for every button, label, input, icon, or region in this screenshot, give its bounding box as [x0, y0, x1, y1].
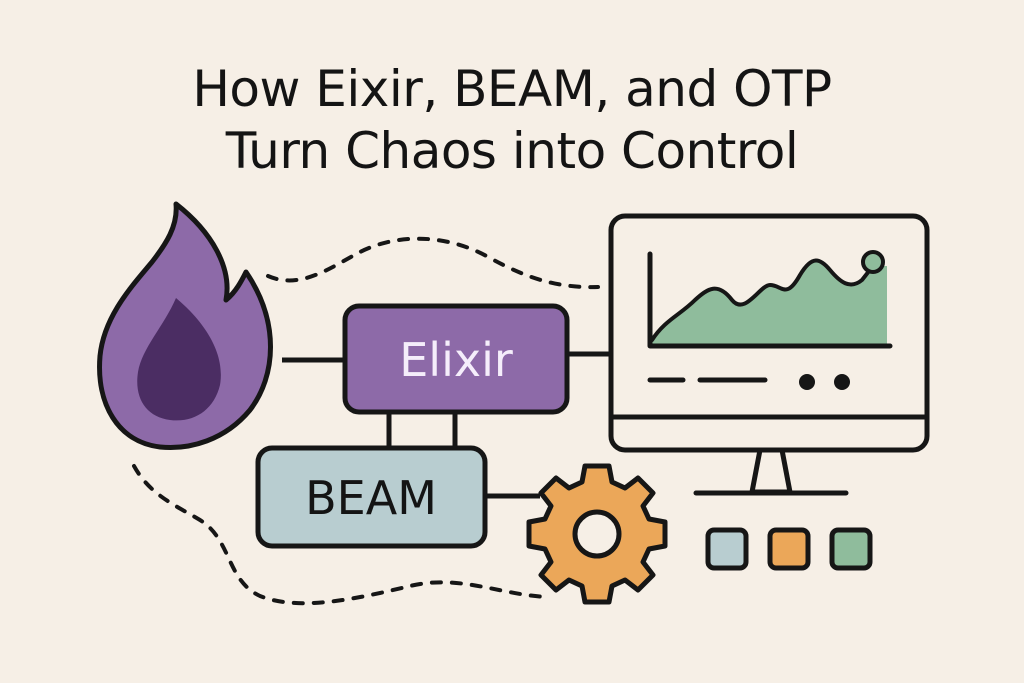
indicator-square-green — [829, 527, 873, 571]
flame-icon — [97, 201, 273, 450]
dashed-path-bottom — [132, 464, 550, 606]
monitor-dot-1 — [799, 374, 815, 390]
area-chart-icon — [647, 250, 893, 349]
beam-node: BEAM — [255, 445, 488, 549]
dashed-path-top — [266, 236, 600, 290]
beam-label: BEAM — [305, 471, 437, 525]
elixir-label: Elixir — [399, 333, 513, 387]
elixir-node: Elixir — [342, 303, 570, 415]
monitor-icon — [608, 213, 930, 496]
indicator-square-blue — [705, 527, 749, 571]
title-line-1: How Eixir, BEAM, and OTP — [192, 60, 832, 118]
indicator-squares — [705, 527, 873, 571]
connectors — [282, 351, 611, 499]
indicator-square-orange — [767, 527, 811, 571]
gear-icon — [526, 463, 668, 605]
monitor-dot-2 — [834, 374, 850, 390]
title-line-2: Turn Chaos into Control — [225, 122, 799, 180]
diagram-title: How Eixir, BEAM, and OTP Turn Chaos into… — [0, 58, 1024, 182]
